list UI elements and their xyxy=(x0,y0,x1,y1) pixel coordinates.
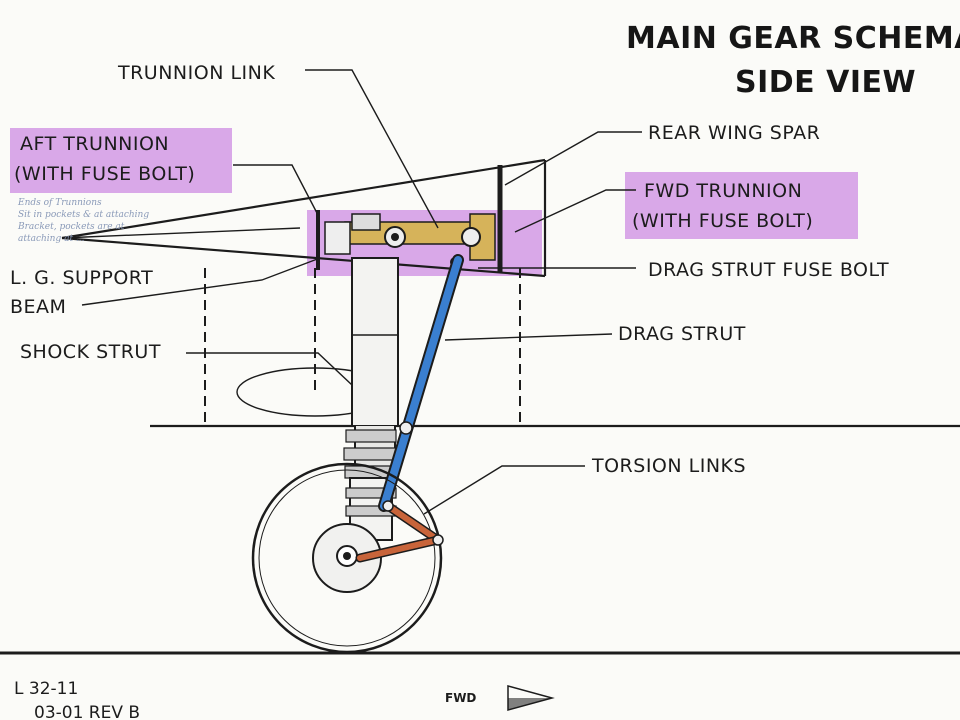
footer-ref: L 32-11 xyxy=(14,679,78,699)
handwritten-note: Ends of Trunnions xyxy=(17,198,102,208)
leader-lines xyxy=(81,69,642,515)
title-line-1: MAIN GEAR SCHEMATIC xyxy=(626,21,960,56)
label-lg-support-2: BEAM xyxy=(10,296,66,318)
fwd-trunnion-highlight xyxy=(625,172,858,239)
label-torsion-links: TORSION LINKS xyxy=(591,455,746,477)
handwritten-note: attaching at ... xyxy=(18,234,85,244)
aft-trunnion-highlight xyxy=(10,128,232,193)
handwritten-note: Bracket, pockets are at xyxy=(17,222,125,232)
gear-bay-outline xyxy=(204,268,521,425)
title-line-2: SIDE VIEW xyxy=(735,65,916,100)
label-trunnion-link: TRUNNION LINK xyxy=(117,62,275,84)
label-rear-wing-spar: REAR WING SPAR xyxy=(648,122,820,144)
shock-strut xyxy=(343,257,399,541)
label-fwd-trunnion-1: FWD TRUNNION xyxy=(644,180,802,202)
handwritten-note: Sit in pockets & at attaching xyxy=(18,210,149,220)
label-fwd-trunnion-2: (WITH FUSE BOLT) xyxy=(632,210,813,232)
fwd-arrow-fill xyxy=(508,698,552,710)
label-aft-trunnion-2: (WITH FUSE BOLT) xyxy=(14,163,195,185)
label-shock-strut: SHOCK STRUT xyxy=(20,341,161,363)
label-drag-strut-fuse-bolt: DRAG STRUT FUSE BOLT xyxy=(648,259,889,281)
label-drag-strut: DRAG STRUT xyxy=(618,323,746,345)
fwd-label: FWD xyxy=(445,691,476,705)
label-aft-trunnion-1: AFT TRUNNION xyxy=(20,133,169,155)
torsion-links xyxy=(355,500,444,563)
wing-outline xyxy=(61,158,547,278)
footer-rev: 03-01 REV B xyxy=(34,703,140,720)
label-lg-support-1: L. G. SUPPORT xyxy=(10,267,153,289)
handwritten-notes: Ends of Trunnions Sit in pockets & at at… xyxy=(17,198,149,244)
drag-strut xyxy=(378,254,464,512)
